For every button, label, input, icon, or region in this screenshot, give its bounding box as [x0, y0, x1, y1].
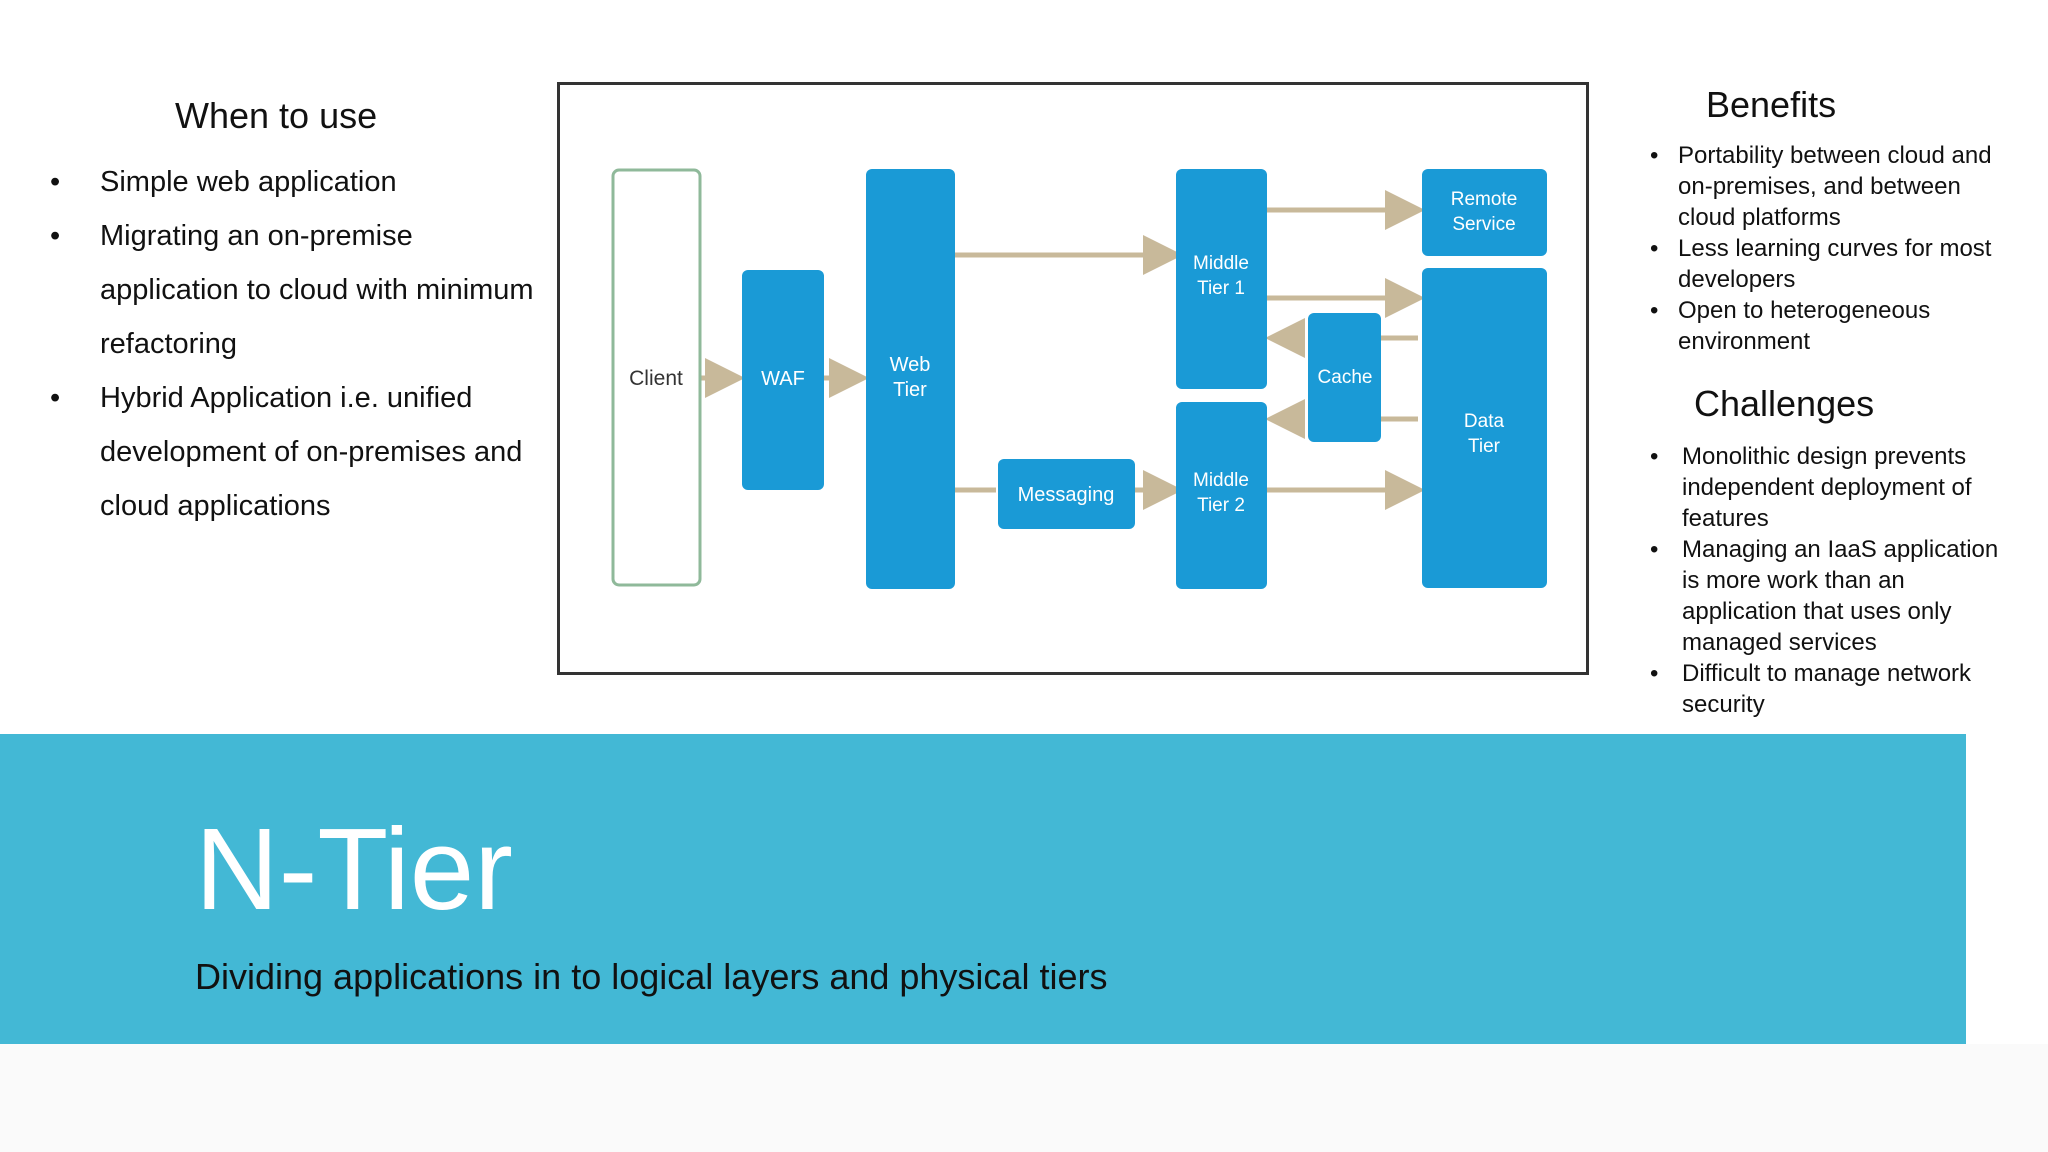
list-item: Monolithic design prevents independent d… [1646, 441, 2006, 534]
title-banner: N-Tier Dividing applications in to logic… [0, 734, 1966, 1044]
slide-subtitle: Dividing applications in to logical laye… [195, 956, 1108, 997]
messaging-box [998, 459, 1135, 529]
list-item: Portability between cloud and on-premise… [1646, 140, 2006, 233]
when-to-use-list: Simple web application Migrating an on-p… [40, 155, 540, 533]
remote-service-label-line1: Remote [1451, 189, 1518, 210]
middle-tier-1-label-line2: Tier 1 [1197, 278, 1245, 299]
list-item: Managing an IaaS application is more wor… [1646, 534, 2006, 658]
bottom-area [0, 1044, 2048, 1152]
slide-title: N-Tier [195, 804, 513, 934]
messaging-label: Messaging [1018, 484, 1115, 506]
benefits-title: Benefits [1706, 84, 1837, 125]
when-to-use-section: When to use Simple web application Migra… [40, 95, 540, 533]
architecture-diagram: Client WAF Web Tier Messaging Middle Tie… [557, 82, 1589, 675]
challenges-title: Challenges [1694, 383, 1875, 424]
data-tier-label-line2: Tier [1468, 436, 1501, 457]
list-item: Hybrid Application i.e. unified developm… [40, 371, 540, 533]
arrows [700, 190, 1425, 510]
benefits-challenges-section: Benefits Portability between cloud and o… [1646, 84, 2006, 720]
middle-tier-1-label-line1: Middle [1193, 253, 1249, 274]
web-tier-label-line1: Web [890, 354, 931, 376]
when-to-use-title: When to use [175, 95, 378, 136]
architecture-diagram-svg: Client WAF Web Tier Messaging Middle Tie… [611, 168, 1547, 589]
list-item: Migrating an on-premise application to c… [40, 209, 540, 371]
web-tier-label-line2: Tier [893, 379, 927, 401]
list-item: Less learning curves for most developers [1646, 233, 2006, 295]
list-item: Open to heterogeneous environment [1646, 295, 2006, 357]
middle-tier-2-box [1176, 402, 1267, 589]
data-tier-box [1422, 268, 1547, 588]
list-item: Difficult to manage network security [1646, 658, 2006, 720]
web-tier-box [866, 169, 955, 589]
waf-label: WAF [761, 368, 805, 390]
waf-box [742, 270, 824, 490]
middle-tier-2-label-line1: Middle [1193, 470, 1249, 491]
cache-box [1308, 313, 1381, 442]
client-label: Client [629, 367, 683, 390]
list-item: Simple web application [40, 155, 540, 209]
data-tier-label-line1: Data [1464, 411, 1505, 432]
client-box [611, 168, 702, 587]
challenges-list: Monolithic design prevents independent d… [1646, 441, 2006, 720]
cache-label: Cache [1318, 367, 1373, 388]
remote-service-label-line2: Service [1452, 214, 1515, 235]
remote-service-box [1422, 169, 1547, 256]
middle-tier-1-box [1176, 169, 1267, 389]
middle-tier-2-label-line2: Tier 2 [1197, 495, 1245, 516]
benefits-list: Portability between cloud and on-premise… [1646, 140, 2006, 357]
